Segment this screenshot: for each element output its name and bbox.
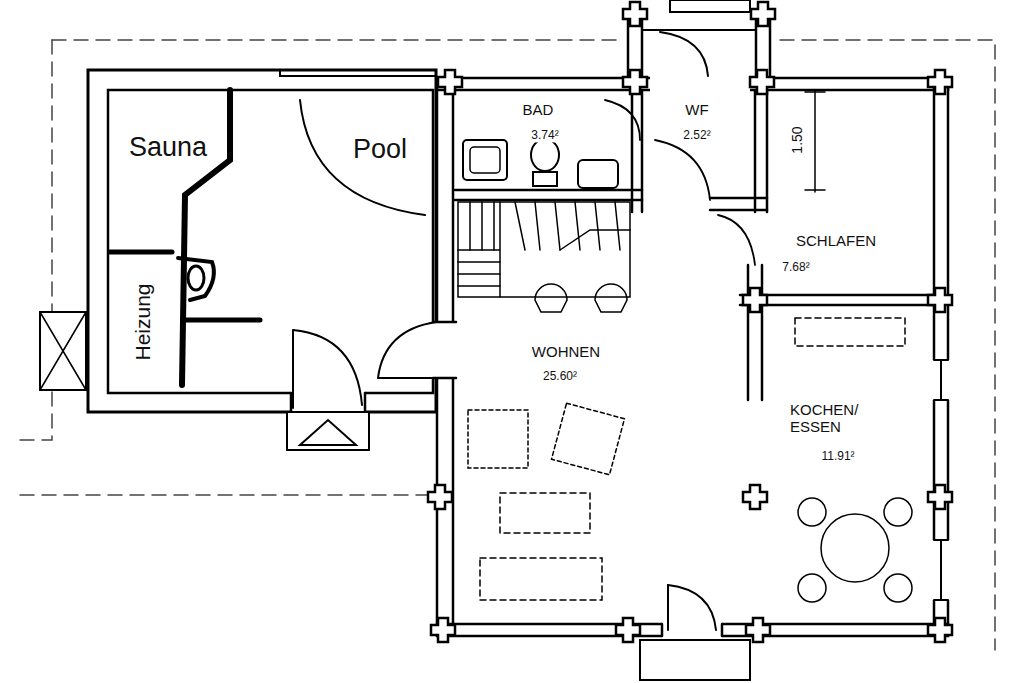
room-name: Heizung xyxy=(131,281,154,362)
toilet-symbol xyxy=(531,139,559,171)
door-arc xyxy=(660,32,708,76)
boundary-line xyxy=(20,40,995,650)
dimension-value: 1.50 xyxy=(790,124,805,155)
room-name: Pool xyxy=(351,135,409,165)
window-symbol xyxy=(40,312,86,390)
stairs-symbol xyxy=(458,202,630,297)
room-area: 2.52² xyxy=(681,129,712,142)
toilet-symbol xyxy=(578,160,618,188)
interior-walls xyxy=(740,265,934,400)
door-arc xyxy=(718,215,755,265)
room-name: Sauna xyxy=(127,133,209,163)
wall-post xyxy=(428,2,952,642)
room-name: BAD xyxy=(521,102,556,119)
sink-symbol xyxy=(463,140,507,180)
room-area: 11.91² xyxy=(819,450,856,463)
stove-symbol xyxy=(178,258,214,300)
door-arc xyxy=(300,100,425,215)
room-name: SCHLAFEN xyxy=(794,233,878,250)
door-arc xyxy=(378,322,436,378)
stove-symbol xyxy=(188,266,204,290)
room-name: KOCHEN/ ESSEN xyxy=(788,402,872,435)
heating-wall xyxy=(186,318,260,323)
house-walls xyxy=(437,78,948,636)
furniture xyxy=(468,284,912,602)
room-name: WF xyxy=(683,102,710,119)
door-arc xyxy=(605,100,640,140)
steps-symbol xyxy=(287,412,369,450)
steps-symbol xyxy=(670,0,750,12)
room-area: 25.60² xyxy=(541,370,579,383)
window-symbol xyxy=(40,312,86,390)
door-arc xyxy=(293,330,362,408)
vestibule-wall xyxy=(628,12,770,78)
dimension-line xyxy=(805,90,825,192)
steps-symbol xyxy=(640,640,750,680)
interior-walls xyxy=(455,90,767,212)
door-arc xyxy=(668,585,716,630)
door-arc xyxy=(655,140,710,200)
steps-symbol xyxy=(300,420,356,445)
window-symbol xyxy=(934,360,948,600)
heating-wall xyxy=(110,250,172,255)
room-area: 3.74² xyxy=(529,129,560,142)
room-name: WOHNEN xyxy=(530,344,602,361)
room-area: 7.68² xyxy=(780,261,811,274)
